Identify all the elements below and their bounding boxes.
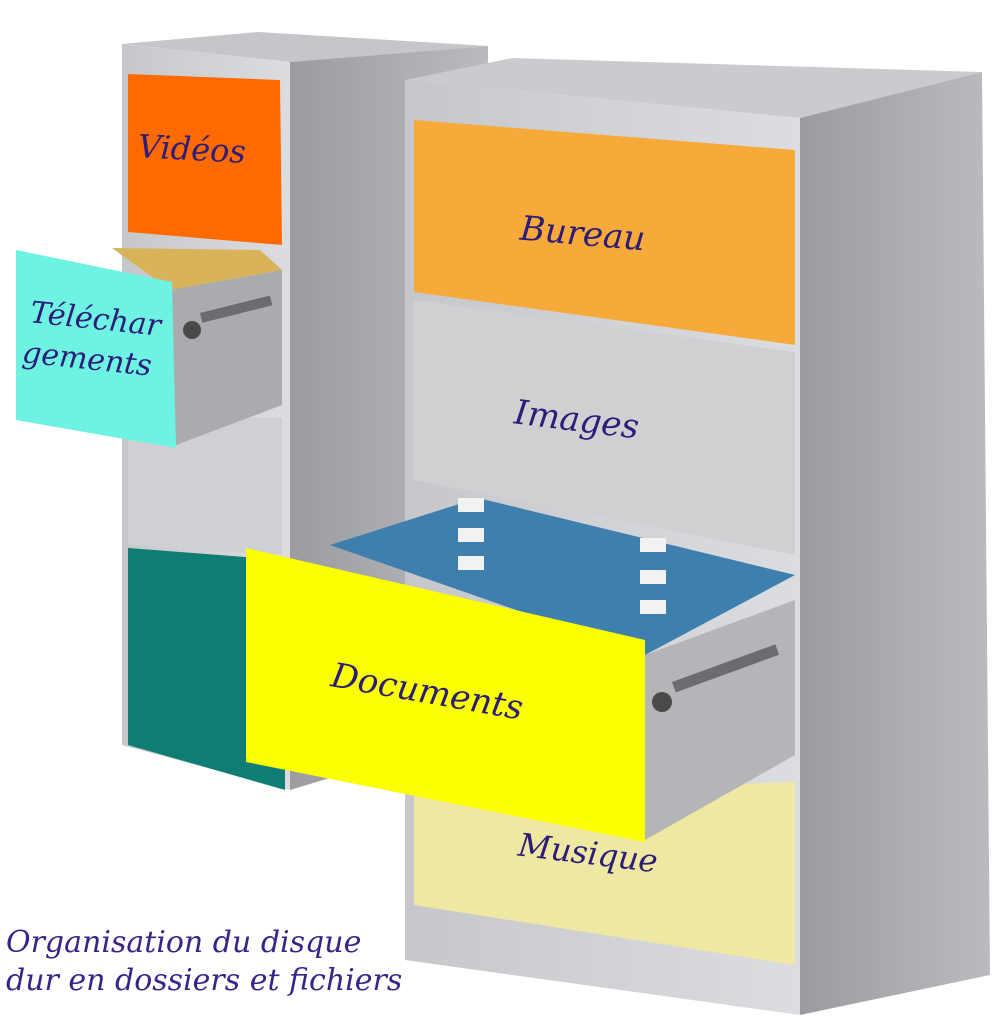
file-tab xyxy=(458,528,484,542)
file-tab xyxy=(640,600,666,614)
drawer-rail-knob xyxy=(183,321,201,339)
file-tab xyxy=(640,538,666,552)
file-tab xyxy=(458,556,484,570)
caption-line-1: Organisation du disque xyxy=(6,924,361,962)
file-tab xyxy=(458,498,484,512)
caption-line-2: dur en dossiers et fichiers xyxy=(6,962,402,1000)
drawer-rail-knob xyxy=(652,692,672,712)
file-tab xyxy=(640,570,666,584)
folder-label-videos: Vidéos xyxy=(137,127,247,171)
right-cabinet-side xyxy=(800,72,990,1015)
